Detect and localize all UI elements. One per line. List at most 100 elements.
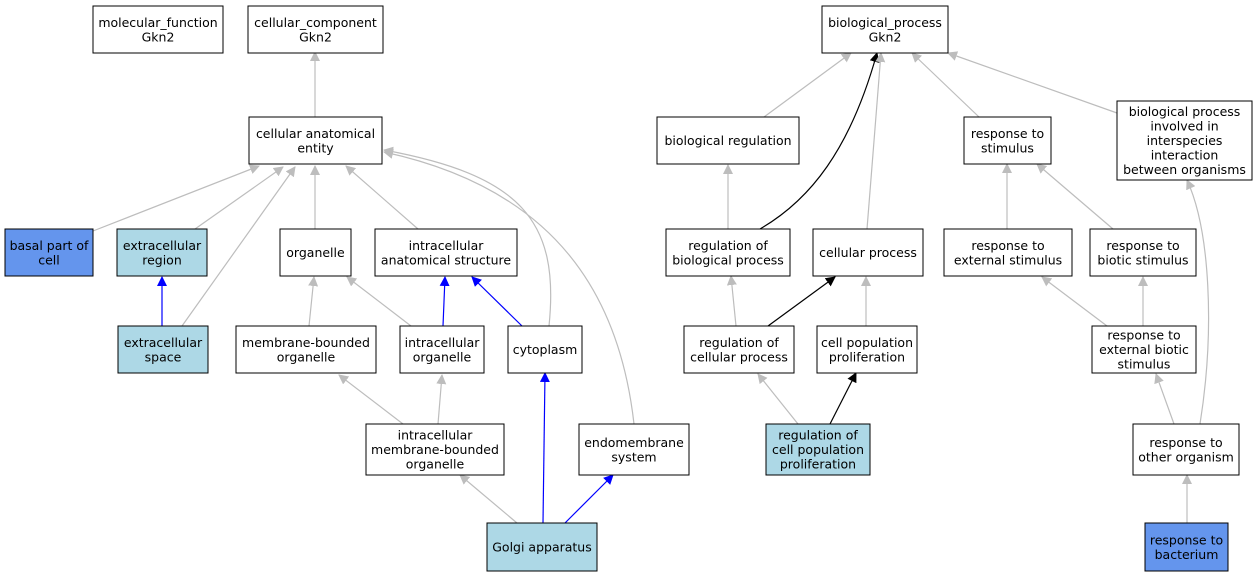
node-box	[963, 116, 1052, 165]
edge-ias-to-cae	[345, 165, 419, 230]
node-label-line: response to	[971, 126, 1044, 141]
node-box	[1091, 325, 1197, 374]
node-label-line: biological regulation	[664, 133, 791, 148]
node-label-line: cell population	[772, 442, 864, 457]
node-cyt[interactable]: cytoplasm	[507, 325, 583, 374]
edge-bpoc-to-cae	[92, 164, 260, 232]
node-label-line: space	[145, 349, 182, 364]
node-box	[117, 325, 209, 374]
node-label-line: cellular process	[690, 349, 788, 364]
node-label-line: biological process	[1129, 104, 1241, 119]
node-label-line: bacterium	[1155, 547, 1219, 562]
node-label-line: regulation of	[688, 238, 768, 253]
node-label-line: organelle	[413, 349, 472, 364]
edge-io-to-ias	[439, 276, 450, 327]
node-label-line: external biotic	[1099, 342, 1189, 357]
node-breg[interactable]: biological regulation	[656, 116, 800, 165]
node-label-line: biological_process	[828, 15, 942, 30]
node-label-line: intracellular	[409, 238, 485, 253]
edge-ems-to-cae	[383, 149, 635, 425]
edge-ga-to-ems	[564, 474, 614, 524]
node-label-line: anatomical structure	[381, 252, 511, 267]
node-box	[116, 228, 208, 277]
node-label-line: Gkn2	[299, 29, 332, 44]
edges-layer	[92, 51, 1210, 524]
edge-rts-to-bp	[911, 52, 980, 118]
edge-rebs-to-res	[1041, 276, 1108, 327]
node-label-line: membrane-bounded	[242, 335, 370, 350]
edge-rcp-to-cp	[767, 276, 836, 327]
node-label-line: system	[611, 449, 656, 464]
edge-breg-to-bp	[763, 52, 852, 118]
node-label-line: organelle	[286, 245, 345, 260]
node-box	[821, 5, 949, 54]
node-cp[interactable]: cellular process	[812, 228, 924, 277]
node-label-line: region	[142, 252, 182, 267]
edge-rcpp-to-cpp	[829, 372, 857, 425]
node-label-line: entity	[297, 140, 334, 155]
node-box	[1144, 522, 1229, 572]
node-box	[486, 522, 598, 572]
node-label-line: intracellular	[398, 428, 474, 443]
node-label-line: involved in	[1150, 119, 1218, 134]
node-label-line: basal part of	[10, 238, 89, 253]
node-label-line: stimulus	[981, 140, 1034, 155]
node-label-line: cell population	[821, 335, 913, 350]
node-label-line: stimulus	[1118, 357, 1171, 372]
node-box	[1089, 228, 1197, 277]
edge-rcpp-to-rcp	[757, 373, 799, 425]
node-ga[interactable]: Golgi apparatus	[486, 522, 598, 572]
nodes-layer: molecular_functionGkn2cellular_component…	[4, 5, 1253, 572]
node-box	[507, 325, 583, 374]
edge-io-to-org	[346, 276, 412, 327]
edge-rto-to-bpii	[1186, 179, 1210, 425]
edge-rbs-to-rts	[1036, 163, 1114, 230]
node-label-line: cell	[38, 252, 60, 267]
node-label-line: cellular anatomical	[256, 126, 375, 141]
node-box	[816, 325, 918, 374]
node-label-line: interaction	[1151, 148, 1219, 163]
node-box	[279, 228, 352, 277]
node-label-line: proliferation	[829, 349, 905, 364]
node-label-line: cellular_component	[254, 15, 377, 30]
node-org[interactable]: organelle	[279, 228, 352, 277]
node-label-line: interspecies	[1147, 133, 1223, 148]
node-label-line: cytoplasm	[513, 342, 578, 357]
edge-mbo-to-org	[308, 276, 319, 327]
node-box	[92, 5, 224, 54]
node-label-line: response to	[1106, 238, 1179, 253]
node-label-line: cellular process	[819, 245, 917, 260]
edge-cyt-to-cae	[383, 146, 552, 327]
edge-exs-to-cae	[181, 166, 296, 327]
node-label-line: molecular_function	[98, 15, 217, 30]
node-box	[665, 228, 791, 277]
node-box	[1132, 423, 1240, 476]
edge-ga-to-imbo	[459, 474, 518, 524]
edge-ga-to-cyt	[539, 372, 550, 524]
node-box	[578, 423, 690, 476]
